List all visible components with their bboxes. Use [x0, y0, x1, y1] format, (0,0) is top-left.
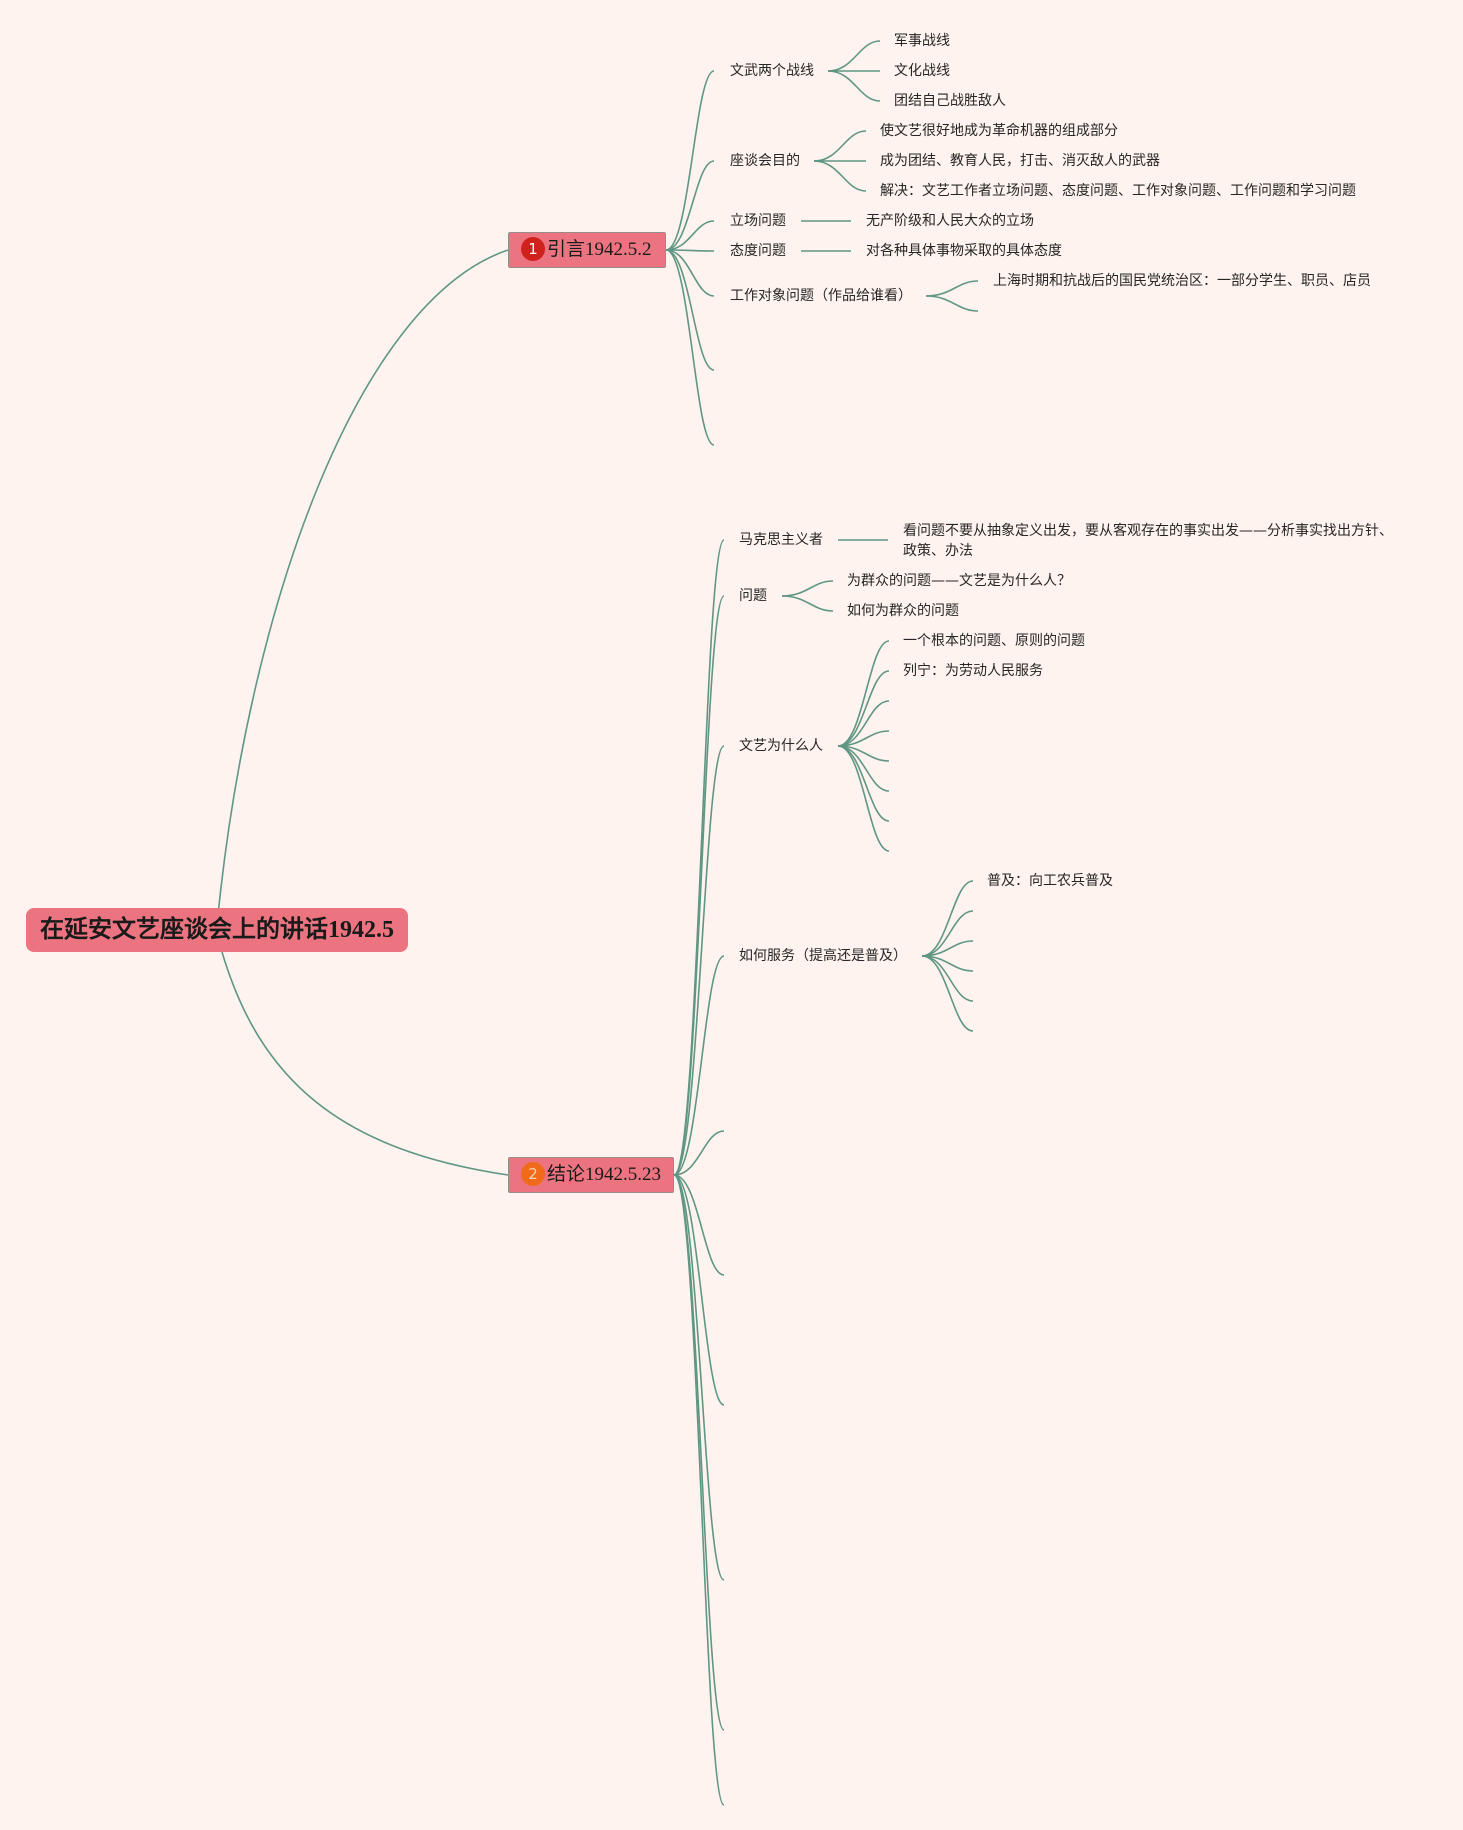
intro-branch-3 [665, 249, 715, 252]
root-to-introduction-connector [217, 249, 509, 916]
subtopic-art-for-whom[interactable]: 文艺为什么人 [739, 738, 823, 754]
two-fronts-leaf-0 [827, 40, 881, 72]
subtopic-work-audience[interactable]: 工作对象问题（作品给谁看） [730, 288, 912, 304]
purpose-leaf-2 [813, 160, 867, 192]
topic-conclusion-title: 结论1942.5.23 [547, 1164, 662, 1185]
intro-branch-2 [665, 220, 715, 251]
audience-leaf-0 [925, 280, 979, 297]
conclusion-branch-3 [673, 955, 725, 1176]
root-topic[interactable]: 在延安文艺座谈会上的讲话1942.5 [26, 908, 408, 952]
two-fronts-leaf-2 [827, 70, 881, 102]
leaf-fundamental-question[interactable]: 一个根本的问题、原则的问题 [903, 633, 1085, 649]
conclusion-branch-5 [673, 1174, 725, 1276]
intro-branch-5 [665, 249, 715, 371]
conclusion-branch-6 [673, 1174, 725, 1406]
for-whom-leaf-7 [837, 745, 890, 852]
leaf-military-front[interactable]: 军事战线 [894, 33, 950, 49]
subtopic-meeting-purpose[interactable]: 座谈会目的 [730, 153, 800, 169]
priority-2-marker-icon: 2 [521, 1161, 545, 1186]
intro-branch-1 [665, 160, 715, 251]
conclusion-branch-7 [673, 1174, 725, 1581]
leaf-popularize[interactable]: 普及：向工农兵普及 [987, 873, 1113, 889]
intro-branch-4 [665, 249, 715, 297]
conclusion-branch-1 [673, 595, 725, 1176]
leaf-marxist-view[interactable]: 看问题不要从抽象定义出发，要从客观存在的事实出发——分析事实找出方针、政策、办法 [903, 523, 1393, 559]
for-whom-leaf-2 [837, 700, 890, 747]
leaf-culture-front[interactable]: 文化战线 [894, 63, 950, 79]
leaf-problem-2[interactable]: 如何为群众的问题 [847, 603, 959, 619]
subtopic-marxist[interactable]: 马克思主义者 [739, 532, 823, 548]
intro-branch-6 [665, 249, 715, 446]
priority-1-marker-icon: 1 [521, 236, 545, 261]
for-whom-leaf-1 [837, 670, 890, 747]
problem-leaf-1 [781, 595, 834, 612]
leaf-purpose-1[interactable]: 使文艺很好地成为革命机器的组成部分 [880, 123, 1118, 139]
leaf-audience-1[interactable]: 上海时期和抗战后的国民党统治区：一部分学生、职员、店员 [993, 273, 1371, 289]
leaf-unite-defeat-enemy[interactable]: 团结自己战胜敌人 [894, 93, 1006, 109]
conclusion-branch-9 [673, 1174, 725, 1806]
audience-leaf-1 [925, 295, 979, 312]
subtopic-how-to-serve[interactable]: 如何服务（提高还是普及） [739, 948, 907, 964]
subtopic-problem[interactable]: 问题 [739, 588, 767, 604]
intro-branch-0 [665, 70, 715, 251]
leaf-lenin-serve-people[interactable]: 列宁：为劳动人民服务 [903, 663, 1043, 679]
leaf-purpose-2[interactable]: 成为团结、教育人民，打击、消灭敌人的武器 [880, 153, 1160, 169]
how-serve-leaf-5 [921, 955, 974, 1032]
problem-leaf-0 [781, 580, 834, 597]
root-to-conclusion-connector [221, 951, 509, 1176]
leaf-purpose-3[interactable]: 解决：文艺工作者立场问题、态度问题、工作对象问题、工作问题和学习问题 [880, 183, 1356, 199]
purpose-leaf-0 [813, 130, 867, 162]
for-whom-leaf-0 [837, 640, 890, 747]
leaf-stance[interactable]: 无产阶级和人民大众的立场 [866, 213, 1034, 229]
subtopic-stance[interactable]: 立场问题 [730, 213, 786, 229]
conclusion-branch-4 [673, 1130, 725, 1176]
subtopic-attitude[interactable]: 态度问题 [730, 243, 786, 259]
leaf-problem-1[interactable]: 为群众的问题——文艺是为什么人？ [847, 573, 1071, 589]
topic-introduction-title: 引言1942.5.2 [547, 239, 652, 260]
root-title: 在延安文艺座谈会上的讲话1942.5 [40, 917, 394, 943]
for-whom-leaf-6 [837, 745, 890, 822]
subtopic-two-fronts[interactable]: 文武两个战线 [730, 63, 814, 79]
conclusion-branch-2 [673, 745, 725, 1176]
how-serve-leaf-0 [921, 880, 974, 957]
how-serve-leaf-1 [921, 910, 974, 957]
leaf-attitude[interactable]: 对各种具体事物采取的具体态度 [866, 243, 1062, 259]
